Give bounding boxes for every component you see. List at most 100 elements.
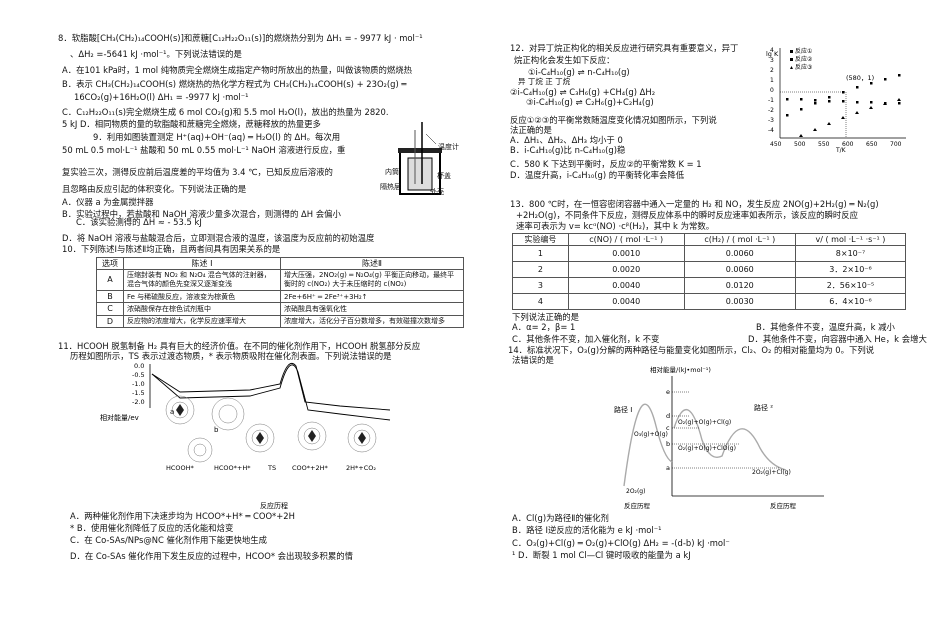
tick-label: 4	[770, 47, 774, 54]
q12-stem: 12．对异丁烷正构化的相关反应进行研究具有重要意义，异丁	[510, 43, 739, 53]
legend-marker	[790, 58, 793, 61]
tick-label: 0	[770, 87, 774, 94]
q10-header-statement2: 陈述Ⅱ	[280, 256, 464, 271]
level-label: b	[666, 440, 670, 448]
tick-label: 600	[842, 141, 854, 148]
q9-stem2: 50 mL 0.5 mol·L⁻¹ 盐酸和 50 mL 0.55 mol·L⁻¹…	[62, 145, 346, 155]
stage-label: COO*+2H*	[292, 464, 328, 472]
q11-energy-figure: 0.0 -0.5 -1.0 -1.5 -2.0 相对能量/ev a b HC	[100, 362, 391, 510]
q13-header-no: c(NO) / ( mol ·L⁻¹ )	[567, 232, 685, 247]
calorimeter-lid	[398, 148, 442, 153]
q14-stem2: 法错误的是	[512, 355, 554, 365]
label-insulation: 隔热层	[380, 183, 401, 191]
q11-option-c: C．在 Co-SAs/NPs@NC 催化剂作用下能更快地生成	[70, 535, 267, 545]
adsorbed-molecule-icons	[176, 404, 366, 444]
q12-reaction2: ②i-C₄H₁₀(g) ⇌ C₃H₆(g) +CH₄(g) ΔH₂	[510, 87, 656, 97]
q12-y-label: lg K	[766, 50, 779, 58]
tick-label: -1	[768, 97, 774, 104]
q11-y-ticks: 0.0 -0.5 -1.0 -1.5 -2.0	[132, 362, 145, 406]
q13-stem3: 速率可表示为 v= kcᵅ(NO) ·cᵝ(H₂)，其中 k 为常数。	[516, 221, 715, 231]
q13-option-b: B．其他条件不变，温度升高，k 减小	[756, 322, 895, 332]
q12-reaction1: ①i-C₄H₁₀(g) ⇌ n-C₄H₁₀(g)	[528, 67, 630, 77]
tick-label: -1.5	[132, 389, 145, 397]
q9-option-c: C．该实验测得的 ΔH ≈ - 53.5 kJ	[76, 217, 202, 227]
legend-label: 反应①	[795, 47, 812, 55]
q14-x-label-2: 反应历程	[770, 501, 797, 510]
q12-y-ticks: 4 3 2 1 0 -1 -2 -3 -4	[768, 47, 774, 134]
level-label: e	[666, 388, 670, 396]
q14-option-b: B．路径 Ⅰ逆反应的活化能为 e kJ ·mol⁻¹	[512, 525, 662, 535]
q14-x-label-1: 反应历程	[624, 501, 651, 510]
q8-option-b-cont: 16CO₂(g)+16H₂O(l) ΔH₁ = -9977 kJ ·mol⁻¹	[74, 92, 249, 102]
q13-stem4: 下列说法正确的是	[512, 312, 579, 322]
q14-y-label: 相对能量/(kJ•mol⁻¹)	[650, 365, 711, 374]
q12-reaction3: ③i-C₄H₁₀(g) ⇌ C₂H₆(g)+C₂H₄(g)	[526, 97, 654, 107]
q14-option-a: A．Cl(g)为路径Ⅱ的催化剂	[512, 513, 609, 523]
q10-header-option: 选项	[96, 256, 124, 271]
level-label: a	[666, 464, 670, 472]
species-label: 2O₂(g)+Cl(g)	[752, 469, 791, 476]
q11-y-label: 相对能量/ev	[100, 413, 139, 422]
level-label: d	[666, 412, 670, 420]
q13-header-rate: v/ ( mol ·L⁻¹ ·s⁻¹ )	[794, 232, 907, 247]
table-row: C 浓硝酸保存在棕色试剂瓶中 浓硝酸具有强氧化性	[96, 302, 464, 316]
q13-header-id: 实验编号	[512, 232, 569, 247]
q9-option-b: B．实验过程中，若盐酸和 NaOH 溶液少量多次混合，则测得的 ΔH 会偏小	[62, 209, 341, 219]
q12-series3-points	[799, 98, 901, 137]
q11-curve-a	[151, 362, 391, 411]
q12-option-d: D．温度升高，i-C₄H₁₀(g) 的平衡转化率会降低	[510, 170, 685, 180]
q11-stage-labels: HCOOH* HCOO*+H* TS COO*+2H* 2H*+CO₂	[166, 464, 376, 472]
q14-energy-diagram: 相对能量/(kJ•mol⁻¹) e d c b a 路径 Ⅰ 路径 ² O₃(g…	[614, 365, 824, 510]
q8-stem: 8．软脂酸[CH₃(CH₂)₁₄COOH(s)]和蔗糖[C₁₂H₂₂O₁₁(s)…	[58, 33, 423, 43]
tick-label: 3	[770, 57, 774, 64]
q8-stem2: 、ΔH₂ =-5641 kJ ·mol⁻¹。下列说法错误的是	[70, 49, 242, 59]
tick-label: -1.0	[132, 380, 145, 388]
calorimeter-figure	[398, 122, 442, 195]
q12-option-a: A．ΔH₁、ΔH₂、ΔH₃ 均小于 0	[510, 135, 623, 145]
legend-marker	[790, 66, 793, 69]
stage-label: HCOO*+H*	[214, 464, 251, 472]
tick-label: -3	[768, 117, 774, 124]
q11-option-a: A．两种催化剂作用下决速步均为 HCOO*+H* ═ COO*+2H	[70, 511, 295, 521]
label-lid: 杯盖	[437, 172, 451, 180]
q12-point-label: (580，1)	[846, 74, 874, 82]
tick-label: 0.0	[134, 362, 144, 370]
q12-option-c: C．580 K 下达到平衡时，反应②的平衡常数 K = 1	[510, 159, 702, 169]
q9-option-d: D．将 NaOH 溶液与盐酸混合后，立即测混合液的温度，该温度为反应前的初始温度	[62, 233, 375, 243]
label-inner-cup: 内筒	[385, 168, 399, 176]
q12-option-b: B．i-C₄H₁₀(g)比 n-C₄H₁₀(g)稳	[510, 145, 626, 155]
q10-table: 选项 陈述 Ⅰ 陈述Ⅱ A 压缩封装有 NO₂ 和 N₂O₄ 混合气体的注射器，…	[96, 256, 464, 329]
q11-mark-b: b	[214, 426, 219, 434]
q10-stem: 10．下列陈述Ⅰ与陈述Ⅱ均正确，且两者间具有因果关系的是	[62, 244, 281, 254]
q13-option-c: C．其他条件不变，加入催化剂，k 不变	[512, 334, 660, 344]
label-thermometer: 温度计	[438, 143, 459, 151]
q14-option-d: ¹ D．断裂 1 mol Cl—Cl 键时吸收的能量为 a kJ	[512, 550, 691, 560]
q13-stem: 13．800 ℃时，在一恒容密闭容器中通入一定量的 H₂ 和 NO，发生反应 2…	[510, 199, 879, 209]
stage-label: TS	[267, 464, 276, 472]
right-column: 12．对异丁烷正构化的相关反应进行研究具有重要意义，异丁 烷正构化会发生如下反应…	[470, 0, 950, 631]
q13-header-h2: c(H₂) / ( mol ·L⁻¹ )	[683, 232, 796, 247]
q14-stem: 14．标准状况下，O₃(g)分解的两种路径与能量变化如图所示，Cl₂、O₂ 的相…	[508, 345, 875, 355]
tick-label: 2	[770, 67, 774, 74]
species-label: O₂(g)+O(g)+Cl(g)	[678, 419, 731, 426]
q13-stem2: +2H₂O(g)，不同条件下反应，测得反应体系中的瞬时反应速率如表所示，该反应的…	[516, 210, 858, 220]
q12-x-unit: T/K	[835, 147, 847, 154]
tick-label: 700	[890, 141, 902, 148]
q11-stem: 11．HCOOH 脱氢制备 H₂ 具有巨大的经济价值。在不同的催化剂作用下，HC…	[58, 341, 421, 351]
legend-marker	[790, 50, 793, 53]
q9-stem3: 复实验三次，测得反应前后温度差的平均值为 3.4 ℃，已知反应后溶液的	[62, 167, 333, 177]
tick-label: 1	[770, 77, 774, 84]
q14-level-labels: e d c b a	[666, 388, 670, 472]
legend-label: 反应②	[795, 55, 813, 63]
q12-stem4: 法正确的是	[510, 125, 552, 135]
tick-label: -2.0	[132, 398, 145, 406]
q12-series1-points	[786, 98, 901, 105]
label-outer-shell: 外壳	[430, 188, 444, 196]
q8-option-c: C．C₁₂H₂₂O₁₁(s)完全燃烧生成 6 mol CO₂(g)和 5.5 m…	[62, 107, 389, 117]
q12-reaction1-labels: 异 丁烷 正 丁烷	[518, 77, 571, 86]
q11-stem2: 历程如图所示，TS 表示过渡态物质，* 表示物质吸附在催化剂表面。下列说法错误的…	[70, 351, 392, 361]
q14-path2-curve	[673, 408, 787, 471]
q8-option-a: A．在101 kPa时，1 mol 纯物质完全燃烧生成指定产物时所放出的热量，叫…	[62, 65, 413, 75]
